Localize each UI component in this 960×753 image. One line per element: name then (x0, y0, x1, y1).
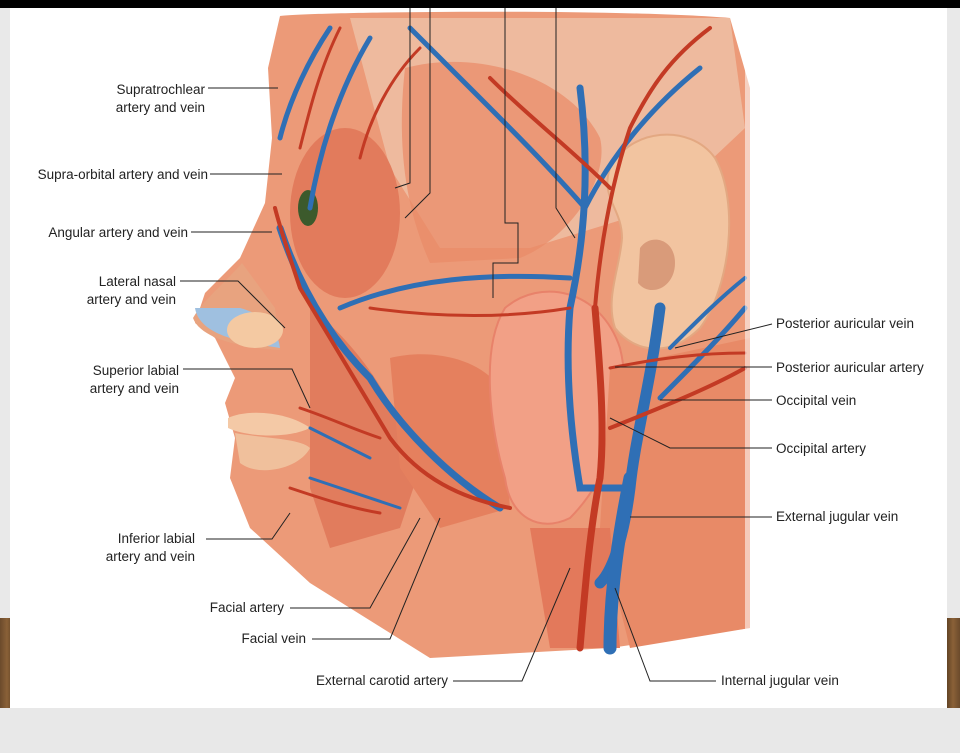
label-posterior-auricular-vein: Posterior auricular vein (776, 316, 914, 331)
leader-top-1 (394, 8, 411, 189)
label-supraorbital: Supra-orbital artery and vein (38, 167, 208, 182)
bottom-strip (0, 708, 960, 753)
occipital-artery (608, 366, 747, 430)
wood-edge-right (946, 618, 960, 710)
top-black-bar (0, 0, 960, 8)
labial-arteries (288, 406, 382, 515)
posterior-auricular-vein (668, 276, 747, 350)
leader-occipital-artery (609, 417, 772, 449)
internal-jugular-vein (603, 471, 637, 655)
labels: Supratrochlear artery and vein Supra-orb… (38, 82, 924, 688)
label-external-carotid: External carotid artery (316, 673, 448, 688)
label-inferior-labial-line2: artery and vein (106, 549, 195, 564)
sternocleidomastoid (530, 528, 620, 648)
ear-concha (638, 239, 675, 291)
arteries (273, 26, 747, 652)
slide: Supratrochlear artery and vein Supra-orb… (10, 8, 947, 708)
leader-top-3 (492, 8, 519, 298)
leader-inferior-labial (206, 512, 291, 540)
label-posterior-auricular-artery: Posterior auricular artery (776, 360, 924, 375)
label-supratrochlear: Supratrochlear (116, 82, 205, 97)
lower-lip (235, 433, 310, 471)
label-lateral-nasal: Lateral nasal (99, 274, 176, 289)
ear (606, 133, 731, 350)
label-superior-labial-line2: artery and vein (90, 381, 179, 396)
external-carotid-artery (576, 304, 606, 652)
label-supratrochlear-line2: artery and vein (116, 100, 205, 115)
superficial-temporal-artery (488, 26, 712, 310)
leader-top-4 (555, 8, 576, 239)
upper-lip (228, 412, 310, 436)
leader-lateral-nasal (180, 280, 286, 329)
transverse-facial-artery (368, 306, 572, 317)
masseter-muscle (390, 354, 510, 528)
occipital-vein (657, 305, 748, 401)
label-external-jugular: External jugular vein (776, 509, 898, 524)
label-facial-vein: Facial vein (241, 631, 306, 646)
label-superior-labial: Superior labial (93, 363, 179, 378)
leader-posterior-auricular-vein (674, 323, 773, 349)
transverse-facial-vein (337, 273, 573, 311)
facial-vein (276, 224, 504, 512)
right-fade (745, 8, 775, 708)
forehead-veins (277, 25, 373, 211)
leader-facial-vein (312, 517, 441, 640)
label-lateral-nasal-line2: artery and vein (87, 292, 176, 307)
leader-internal-jugular (614, 587, 716, 682)
labial-veins (308, 426, 402, 510)
leader-top-2 (404, 8, 431, 219)
leader-superior-labial (183, 368, 311, 409)
leader-facial-artery (290, 517, 421, 609)
leader-lines (180, 8, 773, 682)
facial-artery (273, 206, 512, 510)
temporalis-muscle (401, 61, 602, 263)
label-inferior-labial: Inferior labial (118, 531, 195, 546)
leader-external-carotid (453, 567, 571, 682)
head-vessels-illustration: Supratrochlear artery and vein Supra-orb… (38, 8, 924, 708)
label-internal-jugular: Internal jugular vein (721, 673, 839, 688)
parotid-gland (488, 290, 626, 525)
nostril (227, 312, 283, 348)
label-occipital-artery: Occipital artery (776, 441, 866, 456)
posterior-auricular-artery (608, 351, 747, 370)
superficial-temporal-vein (407, 25, 703, 211)
label-angular: Angular artery and vein (48, 225, 188, 240)
label-facial-artery: Facial artery (210, 600, 285, 615)
label-occipital-vein: Occipital vein (776, 393, 856, 408)
